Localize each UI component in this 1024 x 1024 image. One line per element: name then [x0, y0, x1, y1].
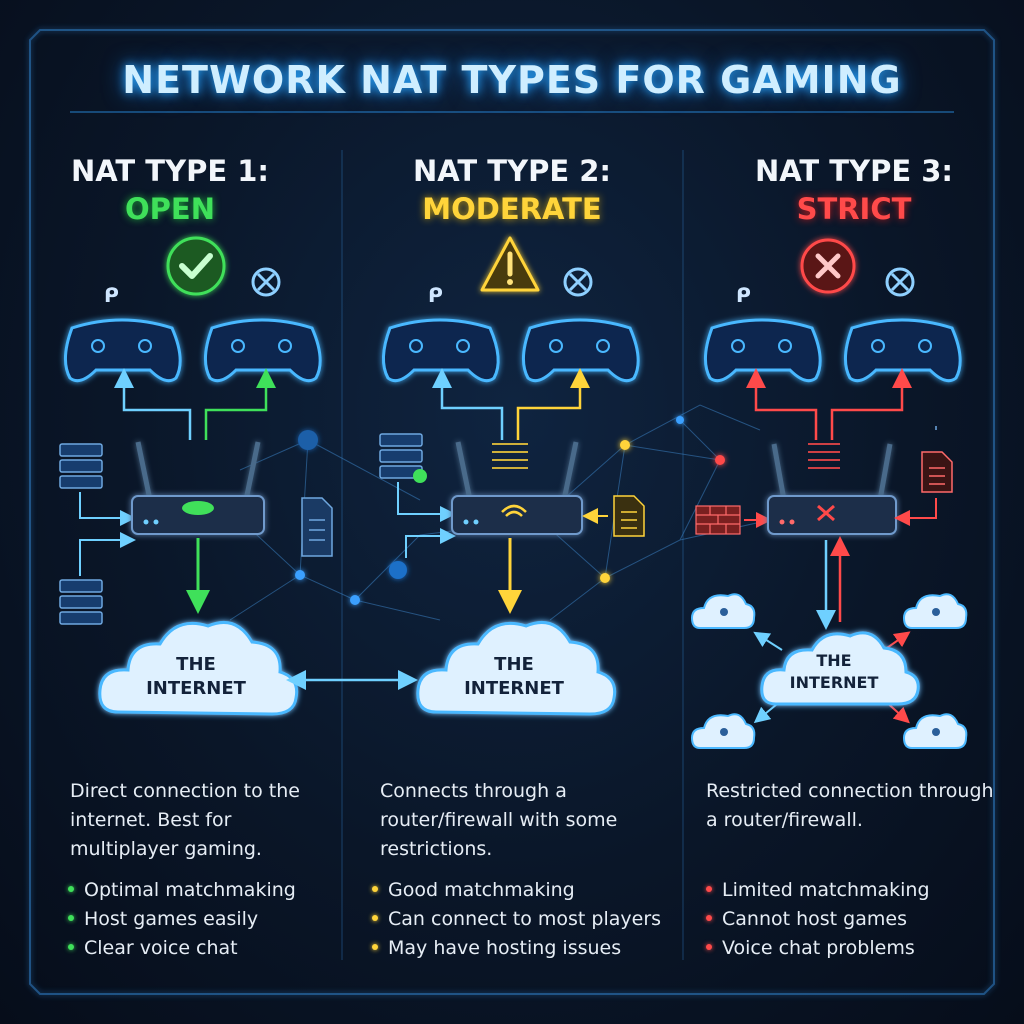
heading-label: NAT TYPE 2:: [412, 154, 612, 188]
cloud-line-2: INTERNET: [146, 678, 247, 699]
feature-list: Limited matchmaking Cannot host games Vo…: [706, 876, 930, 963]
nat-type-open-column: NAT TYPE 1: OPEN ᑭ: [0, 0, 340, 1024]
heading-label: NAT TYPE 1:: [70, 154, 270, 188]
xbox-logo-icon: [251, 267, 281, 297]
feature-list: Good matchmaking Can connect to most pla…: [372, 876, 661, 963]
gamepad-icon: [844, 318, 962, 383]
svg-text:ᑭ: ᑭ: [104, 283, 119, 307]
nat-type-strict-column: NAT TYPE 3: STRICT ᑭ: [684, 0, 1024, 1024]
server-rack-icon: [59, 443, 103, 489]
x-circle-icon: [800, 238, 856, 294]
nat-type-moderate-column: NAT TYPE 2: MODERATE ᑭ: [342, 0, 682, 1024]
cloud-line-1: THE: [816, 651, 851, 670]
router-icon: [767, 443, 897, 535]
nat-open-diagram: ᑭ: [59, 236, 333, 716]
page-title: NETWORK NAT TYPES FOR GAMING: [122, 58, 902, 102]
gamepad-icon: [382, 318, 500, 383]
cloud-line-1: THE: [176, 654, 216, 675]
column-description: Direct connection to the internet. Best …: [70, 780, 300, 860]
document-icon: [921, 451, 953, 493]
nat-moderate-diagram: ᑭ: [379, 236, 645, 716]
list-item: May have hosting issues: [372, 934, 661, 963]
internet-cloud-icon: [416, 621, 617, 716]
router-icon: [451, 441, 583, 535]
nat-strict-diagram: ᑭ: [690, 238, 968, 749]
xbox-logo-icon: [563, 267, 593, 297]
gamepad-icon: [522, 318, 640, 383]
list-item: Optimal matchmaking: [68, 876, 296, 905]
brick-firewall-icon: [695, 505, 741, 535]
document-icon: [301, 497, 333, 557]
internet-cloud-icon: [760, 631, 920, 706]
server-rack-icon: [379, 433, 423, 479]
status-label: MODERATE: [422, 192, 602, 226]
gamepad-icon: [704, 318, 822, 383]
svg-text:ᑭ: ᑭ: [736, 283, 751, 307]
internet-cloud-icon: [98, 621, 299, 716]
server-rack-icon: [59, 579, 103, 625]
column-description: Restricted connection through a router/f…: [706, 780, 994, 831]
column-heading: NAT TYPE 1: OPEN: [0, 152, 340, 228]
column-description: Connects through a router/firewall with …: [380, 780, 618, 860]
warning-triangle-icon: [480, 236, 540, 292]
svg-text:ᑭ: ᑭ: [428, 283, 443, 307]
status-label: STRICT: [796, 192, 912, 226]
column-heading: NAT TYPE 2: MODERATE: [342, 152, 682, 228]
gamepad-icon: [204, 318, 322, 383]
cloud-line-2: INTERNET: [790, 673, 879, 692]
list-item: Voice chat problems: [706, 934, 930, 963]
check-circle-icon: [166, 236, 226, 296]
list-item: Limited matchmaking: [706, 876, 930, 905]
list-item: Good matchmaking: [372, 876, 661, 905]
playstation-logo-icon: ᑭ: [736, 283, 751, 307]
list-item: Clear voice chat: [68, 934, 296, 963]
feature-list: Optimal matchmaking Host games easily Cl…: [68, 876, 296, 963]
document-icon: [613, 495, 645, 537]
cloud-line-1: THE: [494, 654, 534, 675]
playstation-logo-icon: ᑭ: [428, 283, 443, 307]
xbox-logo-icon: [885, 267, 915, 297]
heading-label: NAT TYPE 3:: [754, 154, 954, 188]
list-item: Host games easily: [68, 905, 296, 934]
column-heading: NAT TYPE 3: STRICT: [684, 152, 1024, 228]
cloud-line-2: INTERNET: [464, 678, 565, 699]
status-label: OPEN: [125, 192, 215, 226]
gamepad-icon: [64, 318, 182, 383]
list-item: Can connect to most players: [372, 905, 661, 934]
list-item: Cannot host games: [706, 905, 930, 934]
playstation-logo-icon: ᑭ: [104, 283, 119, 307]
router-icon: [131, 441, 265, 535]
